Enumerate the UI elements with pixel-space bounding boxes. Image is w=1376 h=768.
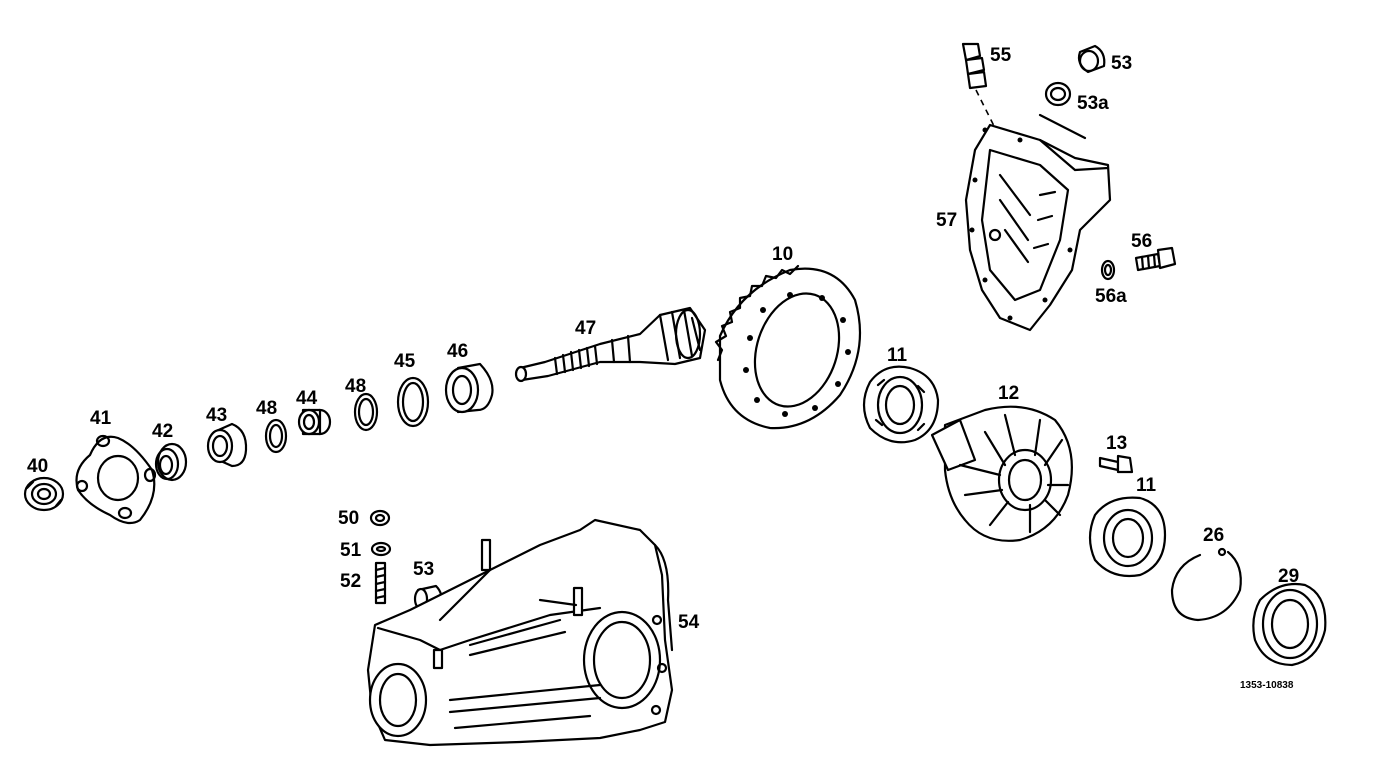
part-12-differential-case — [930, 405, 1073, 542]
part-45-ring — [396, 376, 430, 428]
part-48-shim — [264, 418, 288, 454]
part-13-bolt — [1098, 454, 1134, 474]
label-48-b: 48 — [345, 376, 366, 397]
part-54-axle-housing — [366, 518, 674, 747]
part-labels: 10 11 11 12 13 26 29 40 41 42 43 44 45 4… — [27, 45, 1299, 691]
label-55: 55 — [990, 45, 1012, 66]
label-10: 10 — [772, 244, 793, 265]
label-47: 47 — [575, 318, 596, 339]
reference-code: 1353-10838 — [1240, 680, 1294, 691]
label-44: 44 — [296, 388, 318, 409]
label-53-upper: 53 — [1111, 53, 1132, 74]
label-42: 42 — [152, 421, 173, 442]
label-56a: 56a — [1095, 286, 1127, 307]
part-44-spacer-sleeve — [297, 408, 332, 436]
label-50: 50 — [338, 508, 359, 529]
part-56a-washer — [1100, 259, 1116, 281]
label-57: 57 — [936, 210, 957, 231]
label-13: 13 — [1106, 433, 1127, 454]
part-53a-seal-ring — [1038, 81, 1087, 140]
label-41: 41 — [90, 408, 112, 429]
part-43-taper-bearing — [206, 422, 248, 468]
part-10-ring-gear — [714, 264, 862, 430]
label-54: 54 — [678, 612, 700, 633]
label-56: 56 — [1131, 231, 1152, 252]
label-52: 52 — [340, 571, 361, 592]
label-45: 45 — [394, 351, 416, 372]
part-55-breather — [961, 42, 996, 129]
part-40-pinion-nut — [23, 476, 65, 512]
label-29: 29 — [1278, 566, 1299, 587]
part-57-housing-cover — [964, 123, 1112, 332]
part-52-stud — [374, 561, 387, 605]
label-53a: 53a — [1077, 93, 1109, 114]
part-53-plug-upper — [1077, 44, 1106, 74]
label-26: 26 — [1203, 525, 1224, 546]
label-53: 53 — [413, 559, 434, 580]
part-11-differential-bearing — [862, 365, 940, 444]
label-43: 43 — [206, 405, 227, 426]
part-48-shim-b — [353, 392, 379, 432]
label-46: 46 — [447, 341, 468, 362]
part-46-pinion-bearing — [444, 362, 494, 414]
part-11-differential-bearing-b — [1088, 496, 1167, 578]
label-40: 40 — [27, 456, 48, 477]
part-29-seal — [1252, 582, 1327, 667]
part-41-drive-flange — [75, 434, 157, 525]
part-26-circlip — [1170, 547, 1242, 622]
label-11-lower: 11 — [1136, 475, 1157, 496]
label-11: 11 — [887, 345, 908, 366]
part-50-nut — [369, 509, 391, 527]
part-51-washer — [370, 541, 392, 557]
part-56-bolt — [1134, 246, 1177, 272]
label-12: 12 — [998, 383, 1019, 404]
part-42-shaft-seal — [154, 442, 188, 482]
part-47-drive-pinion — [514, 306, 707, 383]
label-51: 51 — [340, 540, 362, 561]
label-48: 48 — [256, 398, 277, 419]
